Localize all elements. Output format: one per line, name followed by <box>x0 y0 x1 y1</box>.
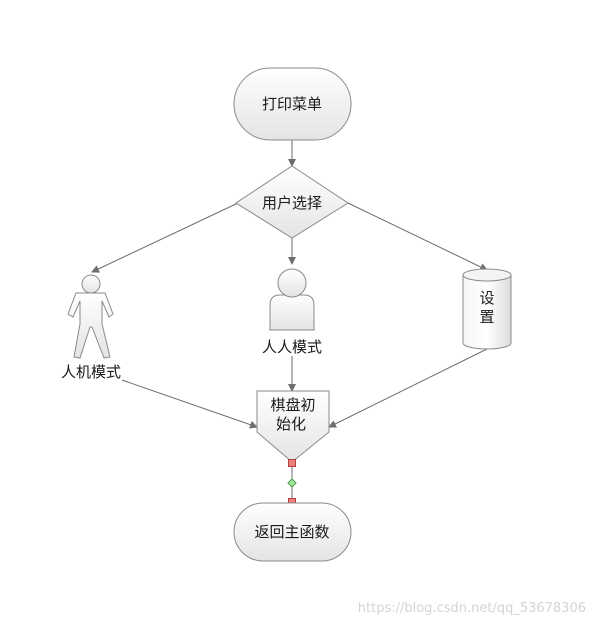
node-user-choice: 用户选择 <box>235 165 349 239</box>
edges <box>91 140 488 498</box>
connector-handle-top <box>288 459 296 467</box>
settings-label-line1: 设 <box>479 289 494 307</box>
print-menu-label: 打印菜单 <box>262 95 322 113</box>
board-init-label-line1: 棋盘初 <box>270 396 315 414</box>
node-pve-mode: 人机模式 <box>61 274 121 381</box>
watermark-text: https://blog.csdn.net/qq_53678306 <box>358 601 586 616</box>
board-init-shape <box>256 390 330 463</box>
user-choice-shape <box>235 165 349 239</box>
database-cylinder-icon <box>462 268 512 350</box>
pvp-mode-label: 人人模式 <box>262 338 322 356</box>
connector-handles <box>287 459 297 506</box>
actor-icon <box>67 274 114 359</box>
print-menu-shape <box>233 67 352 141</box>
node-print-menu: 打印菜单 <box>233 67 352 141</box>
person-icon <box>269 268 315 331</box>
settings-label-line2: 置 <box>479 308 494 326</box>
node-pvp-mode: 人人模式 <box>262 268 322 356</box>
pve-mode-label: 人机模式 <box>61 363 121 381</box>
edge-pve-to-init <box>121 379 258 429</box>
return-main-label: 返回主函数 <box>254 523 329 541</box>
node-return-main: 返回主函数 <box>233 502 352 562</box>
return-main-shape <box>233 502 352 562</box>
board-init-label-line2: 始化 <box>276 415 306 433</box>
node-settings: 设 置 <box>462 268 512 350</box>
node-board-init: 棋盘初 始化 <box>256 390 330 463</box>
edge-choice-to-settings <box>347 202 488 271</box>
edge-settings-to-init <box>328 348 488 428</box>
edge-choice-to-pve <box>91 202 239 273</box>
connector-midpoint-handle <box>287 478 297 488</box>
user-choice-label: 用户选择 <box>262 194 322 212</box>
